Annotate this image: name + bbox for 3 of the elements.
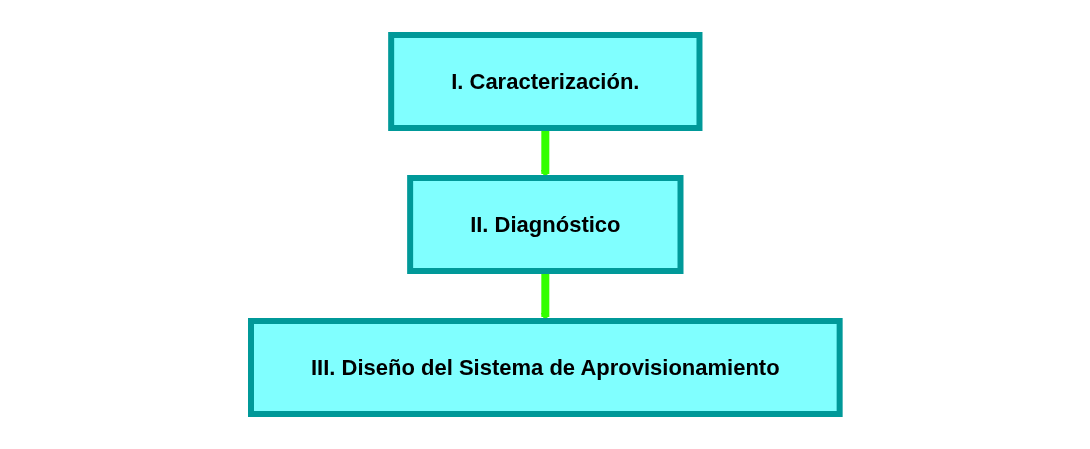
node-box: I. Caracterización. — [387, 32, 703, 131]
node-box: III. Diseño del Sistema de Aprovisionamiento — [247, 318, 843, 417]
node-box: II. Diagnóstico — [406, 175, 684, 274]
